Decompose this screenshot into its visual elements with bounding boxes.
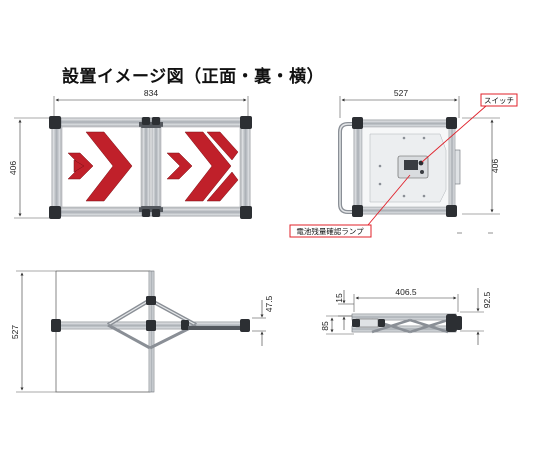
- side-view: 527 47.5: [10, 270, 274, 393]
- front-width-dimension: 834: [144, 88, 158, 98]
- back-corner-feet: [352, 117, 457, 217]
- right-panel-chevrons: [166, 131, 239, 202]
- battery-lamp-leader-line: [367, 174, 411, 226]
- left-panel-chevrons: [67, 131, 133, 202]
- side-offset-dimension: 47.5: [264, 295, 274, 312]
- side-feet: [51, 296, 250, 332]
- top-dim-85: 85: [320, 321, 330, 331]
- top-dim-92-5: 92.5: [482, 291, 492, 308]
- battery-lamp-callout-box: [289, 224, 372, 238]
- front-corner-feet: [49, 116, 252, 219]
- top-view: 406.5 15 92.5 85: [320, 287, 492, 345]
- back-width-dimension: 527: [394, 88, 408, 98]
- top-dim-15: 15: [334, 293, 344, 303]
- front-height-dimension: 406: [8, 161, 18, 175]
- battery-lamp-label: 電池残量確認ランプ: [296, 226, 364, 236]
- switch-label: スイッチ: [484, 96, 514, 105]
- switch-leader-line: [421, 105, 487, 163]
- back-view: 527 406: [289, 88, 518, 238]
- top-depth-dimension: 406.5: [395, 287, 417, 297]
- switch-callout-box: [480, 93, 518, 107]
- page-title: 設置イメージ図（正面・裏・横）: [62, 67, 325, 87]
- top-view-feet: [352, 314, 462, 332]
- back-height-dimension: 406: [490, 159, 500, 173]
- side-height-dimension: 527: [10, 325, 20, 339]
- front-view: 834 406: [8, 88, 252, 219]
